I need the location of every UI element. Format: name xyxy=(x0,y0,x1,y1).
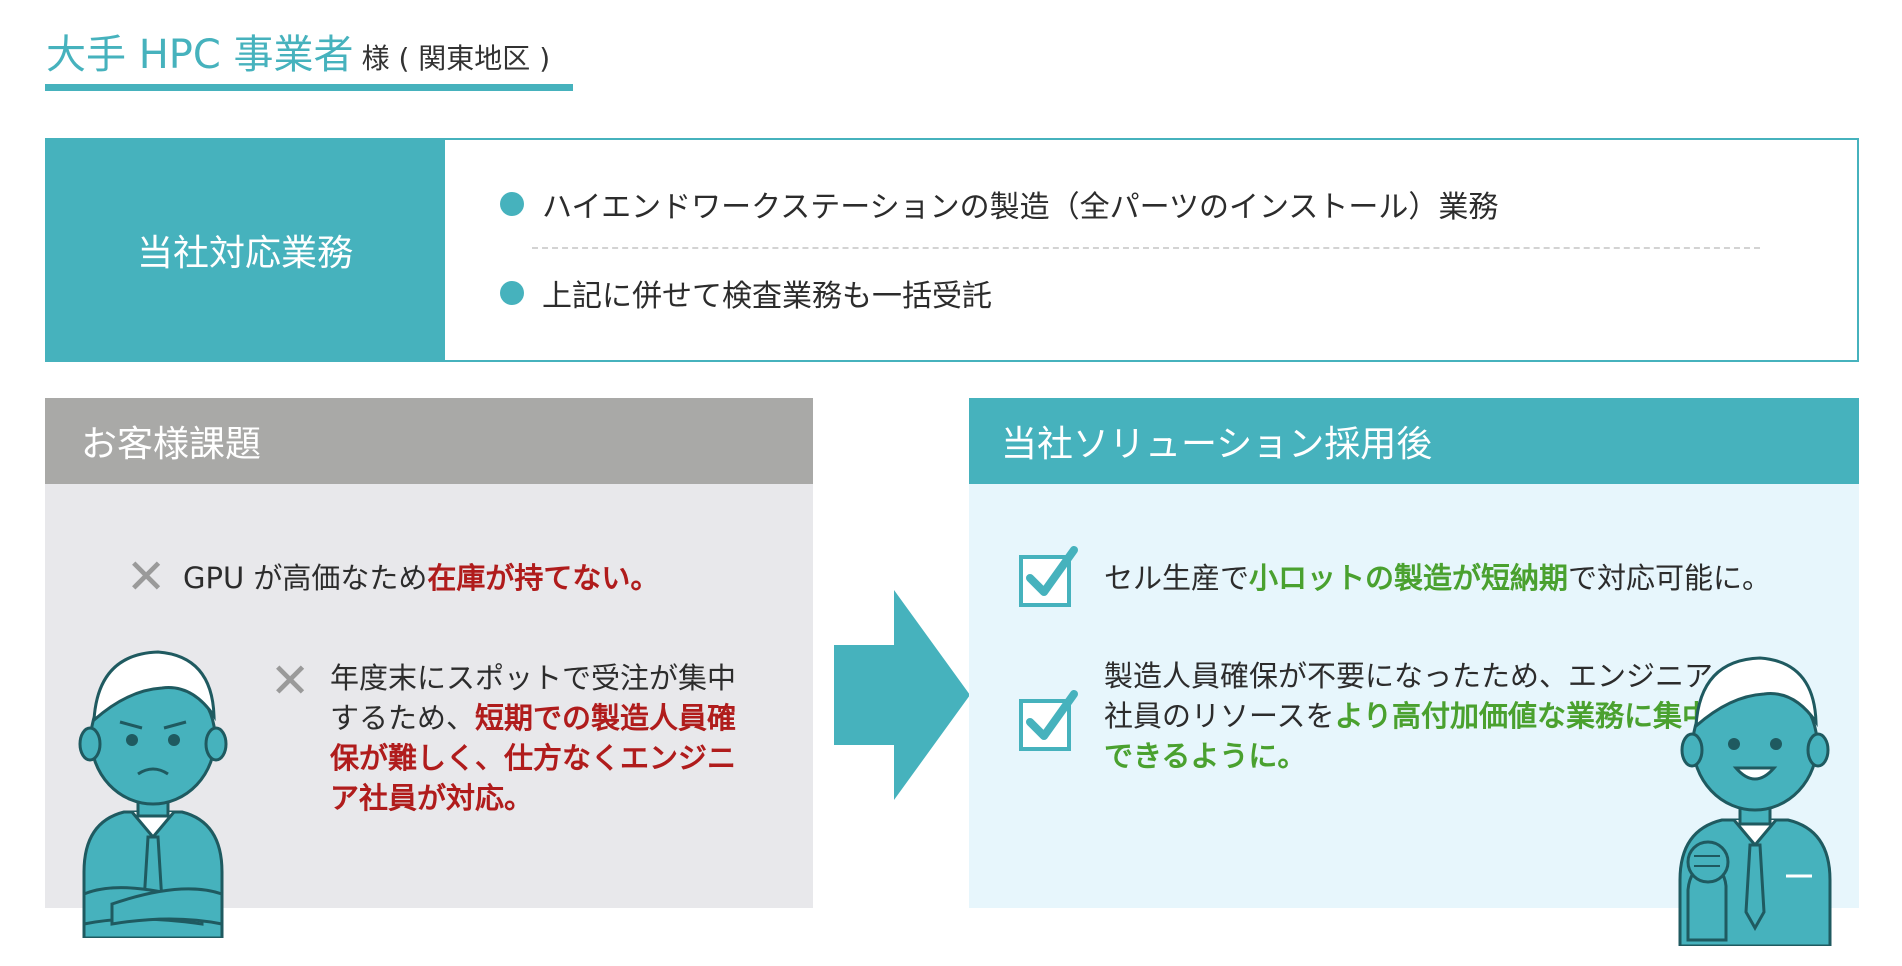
services-heading: 当社対応業務 xyxy=(45,138,445,362)
service-item: ハイエンドワークステーションの製造（全パーツのインストール）業務 xyxy=(500,182,1498,226)
dashed-divider xyxy=(532,247,1760,249)
service-item-text: 上記に併せて検査業務も一括受託 xyxy=(542,279,992,314)
page-title: 大手 HPC 事業者様 ( 関東地区 ) xyxy=(46,30,550,84)
problem-item: 年度末にスポットで受注が集中するため、短期での製造人員確保が難しく、仕方なくエン… xyxy=(330,658,760,818)
solution-emphasis: 小ロットの製造が短納期 xyxy=(1249,561,1569,595)
service-item: 上記に併せて検査業務も一括受託 xyxy=(500,271,992,315)
service-item-text: ハイエンドワークステーションの製造（全パーツのインストール）業務 xyxy=(542,190,1499,225)
page-title-main: 大手 HPC 事業者 xyxy=(46,32,354,78)
circle-bullet-icon xyxy=(500,281,524,305)
check-box-icon xyxy=(1019,546,1078,607)
worried-person-icon xyxy=(78,650,228,938)
solution-text: で対応可能に。 xyxy=(1568,561,1772,595)
solution-item: セル生産で小ロットの製造が短納期で対応可能に。 xyxy=(1104,558,1771,598)
solution-text: セル生産で xyxy=(1104,561,1250,595)
solution-emphasis: より高付加価値な業務に集中できるように。 xyxy=(1104,699,1711,773)
solution-item: 製造人員確保が不要になったため、エンジニア社員のリソースをより高付加価値な業務に… xyxy=(1104,656,1724,776)
problems-heading: お客様課題 xyxy=(45,398,813,484)
problem-text: 年度末にスポットで受注が集中するため、 xyxy=(330,661,737,735)
right-arrow-icon xyxy=(834,590,970,800)
cross-icon: ✕ xyxy=(126,549,167,605)
check-box-icon xyxy=(1019,690,1078,751)
problem-emphasis: 在庫が持てない。 xyxy=(427,561,660,595)
problem-text: GPU が高価なため xyxy=(183,561,428,595)
circle-bullet-icon xyxy=(500,192,524,216)
solutions-heading: 当社ソリューション採用後 xyxy=(969,398,1859,484)
solution-text: 製造人員確保が不要になったため、エンジニア社員のリソースを xyxy=(1104,659,1714,733)
cross-icon: ✕ xyxy=(270,653,311,709)
page-title-subtitle: 様 ( 関東地区 ) xyxy=(361,42,551,75)
problem-item: GPU が高価なため在庫が持てない。 xyxy=(183,558,659,598)
title-underline xyxy=(45,84,573,91)
problem-emphasis: 短期での製造人員確保が難しく、仕方なくエンジニア社員が対応。 xyxy=(330,701,737,815)
happy-person-icon xyxy=(1678,656,1832,946)
